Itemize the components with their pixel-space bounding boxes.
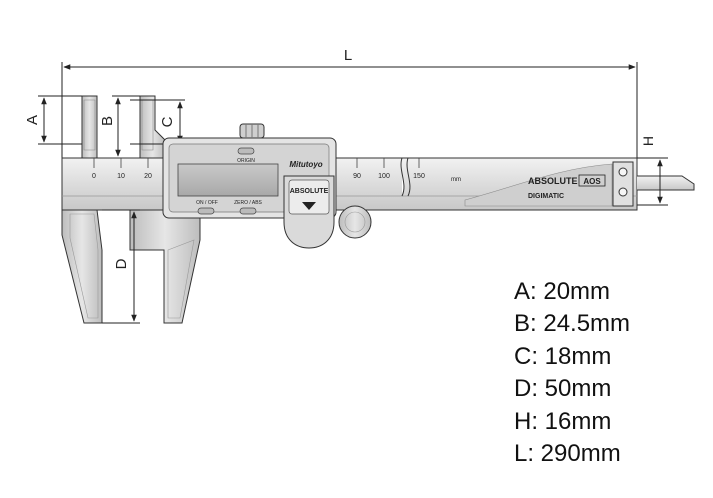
- dimension-label-b: B: [99, 116, 116, 126]
- zero-abs-button[interactable]: [239, 207, 257, 215]
- scale-unit-mark: mm: [451, 177, 461, 183]
- beam-logo-digimatic: DIGIMATIC: [528, 193, 564, 200]
- spec-list: A: 20mm B: 24.5mm C: 18mm D: 50mm H: 16m…: [514, 276, 630, 470]
- zero-abs-label: ZERO / ABS: [234, 200, 262, 206]
- scale-tick-label: 100: [378, 173, 390, 180]
- scale-tick-label: 20: [144, 173, 152, 180]
- spec-d: D: 50mm: [514, 375, 612, 403]
- dimension-l: [61, 62, 638, 158]
- on-off-label: ON / OFF: [196, 200, 218, 206]
- beam-logo-aos-box: [578, 174, 606, 187]
- brand-logo: Mitutoyo: [289, 160, 322, 169]
- beam-logo-aos: AOS: [583, 177, 601, 186]
- spec-c: C: 18mm: [514, 342, 612, 370]
- beam-logo-panel: ABSOLUTE AOS DIGIMATIC: [464, 163, 613, 207]
- dimension-label-l: L: [344, 47, 352, 64]
- scale-tick-label: 0: [92, 173, 96, 180]
- spec-a: A: 20mm: [514, 278, 611, 305]
- down-triangle-icon: [302, 202, 316, 210]
- beam-logo-absolute: ABSOLUTE: [528, 176, 578, 186]
- scale-tick-labels: 0 10 20 90 100 150: [92, 173, 425, 180]
- lower-fixed-jaw: [61, 209, 103, 324]
- spec-l: L: 290mm: [514, 439, 621, 467]
- dimension-d: [102, 209, 140, 324]
- spec-b: B: 24.5mm: [514, 310, 631, 338]
- origin-button[interactable]: [237, 147, 255, 155]
- upper-fixed-jaw: [81, 95, 98, 159]
- dimension-label-h: H: [640, 136, 656, 146]
- depth-bar: [637, 175, 695, 191]
- dimension-label-a: A: [24, 115, 41, 125]
- absolute-badge: ABSOLUTE: [290, 188, 329, 195]
- fine-adjust-knob: [239, 123, 265, 139]
- dimension-label-c: C: [159, 116, 176, 127]
- hold-button[interactable]: [283, 175, 335, 249]
- dimension-b: [112, 95, 140, 159]
- dimension-h: [637, 157, 668, 206]
- thumb-roller[interactable]: [338, 205, 372, 239]
- on-off-button[interactable]: [197, 207, 215, 215]
- dimension-a: [38, 95, 82, 145]
- main-scale-graduations: [93, 158, 420, 168]
- scale-tick-label: 90: [353, 173, 361, 180]
- lcd-display: [177, 163, 279, 197]
- lower-slider-jaw: [129, 209, 201, 324]
- spec-h: H: 16mm: [514, 407, 612, 435]
- scale-tick-label: 150: [413, 173, 425, 180]
- origin-label: ORIGIN: [237, 158, 255, 164]
- scale-tick-label: 10: [117, 173, 125, 180]
- dimension-label-d: D: [113, 258, 130, 269]
